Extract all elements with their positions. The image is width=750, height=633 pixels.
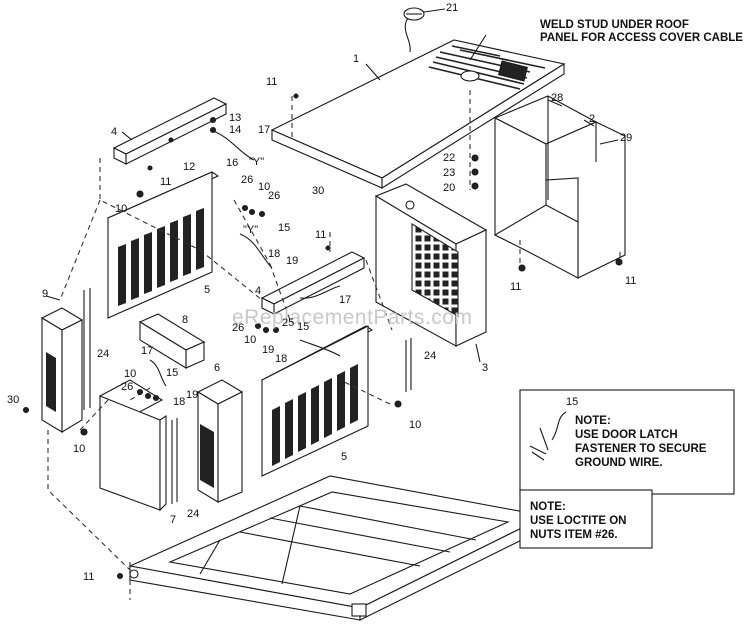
part-label: 25 (282, 317, 295, 329)
part-label: 11 (315, 229, 327, 241)
part-label: 1 (353, 53, 360, 65)
part-label: 10 (409, 419, 422, 431)
part-label: 8 (182, 314, 189, 326)
part-label: 11 (625, 275, 637, 287)
part-label: 5 (341, 451, 348, 463)
part-label: 19 (186, 389, 199, 401)
part-label: 16 (226, 157, 239, 169)
part-label: "Y" (243, 224, 259, 236)
door-part-7 (98, 379, 167, 512)
note1-text: NOTE: USE DOOR LATCH FASTENER TO SECURE … (575, 415, 707, 469)
part-label: 18 (268, 248, 281, 260)
corner-panel-part-3 (374, 183, 488, 347)
part-label: 28 (551, 92, 564, 104)
part-label: 26 (241, 174, 254, 186)
part-label: 10 (244, 334, 257, 346)
note2-text: NOTE: USE LOCTITE ON NUTS ITEM #26. (530, 501, 627, 541)
side-panel-part-9 (40, 307, 84, 433)
rods-part-24 (83, 288, 412, 504)
part-label: 22 (443, 152, 456, 164)
part-label: 24 (424, 350, 437, 362)
part-label: 4 (111, 126, 118, 138)
part-label: 24 (97, 348, 110, 360)
part-label: 12 (183, 161, 196, 173)
part-label: 9 (42, 288, 49, 300)
part-label: 3 (482, 362, 489, 374)
roof-panel (270, 39, 566, 189)
part-label: 10 (115, 203, 128, 215)
part-label: 7 (170, 514, 177, 526)
part-label: 19 (262, 344, 275, 356)
part-label: 30 (312, 185, 325, 197)
part-label: 15 (278, 222, 291, 234)
base-frame (128, 475, 548, 621)
part-label: 11 (266, 76, 278, 88)
part-label: 6 (214, 362, 221, 374)
weld-stud-part-21 (403, 7, 487, 82)
part-label: 18 (173, 396, 186, 408)
post-part-6 (196, 379, 244, 503)
part-label: 14 (229, 124, 242, 136)
part-label: 13 (229, 112, 242, 124)
part-label: "Y" (249, 156, 265, 168)
part-label: 10 (73, 443, 86, 455)
part-label: 17 (258, 124, 271, 136)
part-label: 26 (232, 322, 245, 334)
part-label: 19 (286, 255, 299, 267)
part-label: 15 (297, 321, 310, 333)
part-label: 17 (339, 294, 352, 306)
part-label: 20 (443, 182, 456, 194)
bar-part-8 (138, 313, 206, 369)
part-label: 10 (124, 368, 137, 380)
side-panel-part-2 (493, 95, 626, 279)
part-label: 23 (443, 167, 456, 179)
part-label: 24 (187, 508, 200, 520)
note1-item-label: 15 (566, 396, 579, 408)
part-label: 10 (258, 181, 271, 193)
part-label: 26 (121, 381, 134, 393)
rail-part-4-upper (112, 97, 228, 165)
part-label: 2 (589, 113, 596, 125)
part-label: 30 (7, 394, 20, 406)
front-panel-upper-part-5 (106, 171, 220, 319)
ground-wire-illustration (529, 411, 567, 461)
part-label: 15 (166, 367, 179, 379)
front-panel-lower-part-5 (260, 325, 374, 477)
part-label: 11 (83, 571, 95, 583)
part-label: 11 (160, 176, 172, 188)
weld-stud-callout: WELD STUD UNDER ROOF PANEL FOR ACCESS CO… (540, 19, 743, 44)
part-label: 11 (510, 281, 522, 293)
part-label: 17 (141, 345, 154, 357)
part-label: 29 (620, 132, 633, 144)
rail-part-4-middle (260, 251, 366, 315)
part-label: 21 (446, 2, 459, 14)
part-label: 18 (275, 353, 288, 365)
part-label: 5 (204, 284, 211, 296)
part-label: 26 (268, 190, 281, 202)
watermark: eReplacementParts.com (232, 306, 473, 329)
part-label: 4 (255, 285, 262, 297)
